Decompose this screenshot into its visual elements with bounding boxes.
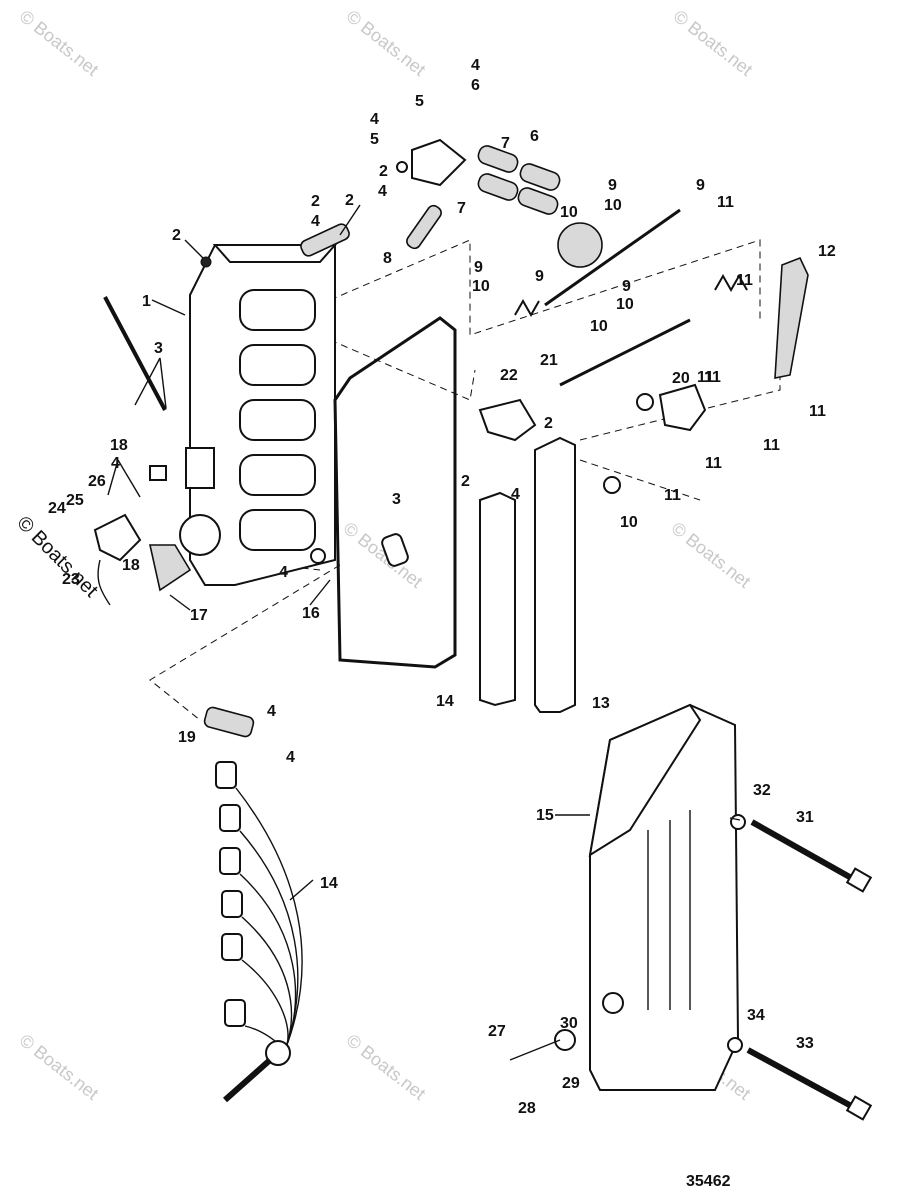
callout-label: 34 <box>747 1007 765 1024</box>
cover-part <box>479 436 576 713</box>
callout-label: 4 <box>279 564 288 581</box>
callout-label: 18 <box>110 437 128 454</box>
callout-label: 32 <box>753 782 771 799</box>
callout-label: 26 <box>88 473 106 490</box>
sensor-part <box>93 296 409 606</box>
callout-label: 7 <box>457 200 466 217</box>
callout-labels: 1 2 2 2 2 2 2 3 3 4 4 4 4 4 4 4 4 4 5 5 … <box>48 57 836 1117</box>
callout-label: 2 <box>461 473 470 490</box>
callout-label: 27 <box>488 1023 506 1040</box>
wiring-harness-part <box>203 706 303 1103</box>
callout-label: 4 <box>471 57 480 74</box>
callout-label: 22 <box>500 367 518 384</box>
callout-label: 20 <box>672 370 690 387</box>
callout-label: 5 <box>415 93 424 110</box>
callout-label: 11 <box>809 403 826 420</box>
callout-label: 2 <box>379 163 388 180</box>
callout-label: 10 <box>620 514 638 531</box>
callout-label: 13 <box>592 695 610 712</box>
callout-label: 12 <box>818 243 836 260</box>
callout-label: 9 <box>535 268 544 285</box>
callout-label: 4 <box>511 486 520 503</box>
callout-label: 28 <box>518 1100 536 1117</box>
callout-label: 17 <box>190 607 208 624</box>
callout-label: 24 <box>48 500 66 517</box>
callout-label: 4 <box>370 111 379 128</box>
callout-label: 11 <box>664 487 681 504</box>
callout-label: 9 <box>622 278 631 295</box>
lower-cover-part <box>509 703 740 1091</box>
callout-label: 4 <box>311 213 320 230</box>
callout-label: 11 <box>736 272 753 289</box>
callout-label: 14 <box>320 875 338 892</box>
drawing-number: 35462 <box>686 1173 731 1190</box>
callout-label: 9 <box>696 177 705 194</box>
callout-label: 31 <box>796 809 814 826</box>
callout-label: 9 <box>474 259 483 276</box>
callout-label: 9 <box>608 177 617 194</box>
callout-label: 21 <box>540 352 558 369</box>
callout-label: 6 <box>471 77 480 94</box>
callout-label: 8 <box>383 250 392 267</box>
callout-label: 10 <box>616 296 634 313</box>
leader-lines <box>107 204 741 901</box>
linkage-part <box>478 208 809 494</box>
callout-label: 3 <box>154 340 163 357</box>
callout-label: 2 <box>311 193 320 210</box>
callout-label: 4 <box>286 749 295 766</box>
callout-label: 2 <box>172 227 181 244</box>
callout-label: 10 <box>472 278 490 295</box>
bolt-part <box>727 814 873 1121</box>
callout-label: 11 <box>697 369 714 386</box>
fittings-part <box>200 138 561 268</box>
callout-label: 16 <box>302 605 320 622</box>
callout-label: 6 <box>530 128 539 145</box>
callout-label: 10 <box>560 204 578 221</box>
callout-label: 3 <box>392 491 401 508</box>
callout-label: 4 <box>267 703 276 720</box>
callout-label: 10 <box>590 318 608 335</box>
callout-label: 11 <box>763 437 780 454</box>
callout-label: 2 <box>345 192 354 209</box>
callout-label: 19 <box>178 729 196 746</box>
callout-label: 5 <box>370 131 379 148</box>
callout-label: 33 <box>796 1035 814 1052</box>
callout-label: 25 <box>66 492 84 509</box>
callout-label: 2 <box>544 415 553 432</box>
callout-label: 4 <box>378 183 387 200</box>
callout-label: 11 <box>717 194 734 211</box>
gasket-part <box>333 316 457 669</box>
callout-label: 30 <box>560 1015 578 1032</box>
callout-label: 10 <box>604 197 622 214</box>
callout-label: 4 <box>111 455 120 472</box>
callout-label: 14 <box>436 693 454 710</box>
callout-label: 11 <box>704 369 721 386</box>
callout-label: 29 <box>562 1075 580 1092</box>
callout-label: 11 <box>705 455 722 472</box>
callout-label: 1 <box>142 293 151 310</box>
housing-part <box>179 244 338 586</box>
callout-label: 7 <box>501 135 510 152</box>
callout-label: 23 <box>62 571 80 588</box>
callout-label: 15 <box>536 807 554 824</box>
callout-label: 18 <box>122 557 140 574</box>
